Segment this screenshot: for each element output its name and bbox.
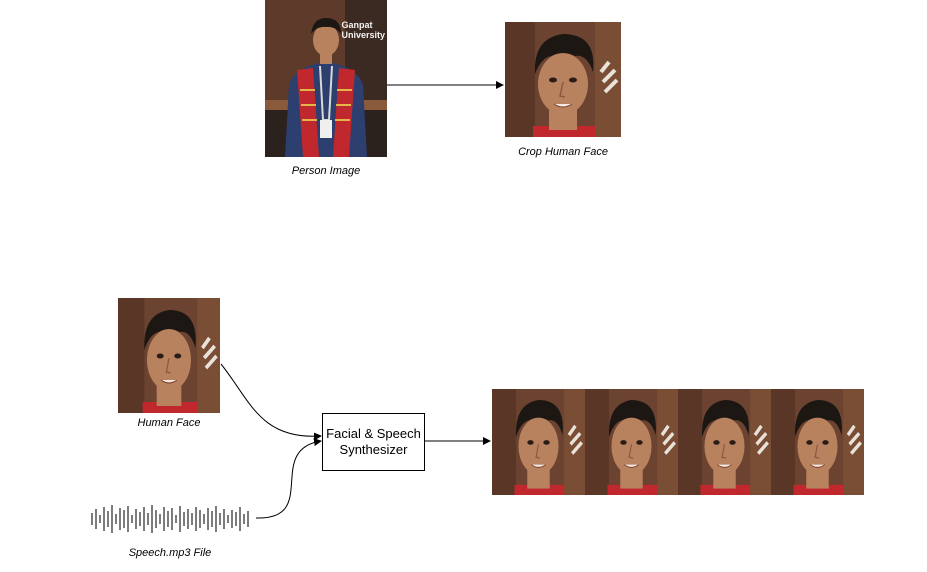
arrow-face-to-synth: [220, 363, 322, 441]
synthesizer-label-line-2: Synthesizer: [339, 442, 408, 457]
output-frame: [678, 389, 771, 495]
caption-human-face: Human Face: [137, 417, 201, 429]
face-portrait: [585, 389, 678, 495]
person-image: Ganpat University: [265, 0, 387, 157]
output-frame: [492, 389, 585, 495]
person-photo-illustration: [265, 0, 387, 157]
person-photo-sign-text: Ganpat University: [341, 20, 385, 40]
output-frames-strip: [492, 389, 864, 495]
sign-text-line-2: University: [341, 30, 385, 40]
output-frame: [771, 389, 864, 495]
caption-crop-human-face: Crop Human Face: [518, 146, 608, 158]
audio-waveform-icon: [91, 505, 249, 533]
human-face-image: [118, 298, 220, 413]
caption-person-image: Person Image: [291, 165, 361, 177]
sign-text-line-1: Ganpat: [341, 20, 373, 30]
face-portrait: [678, 389, 771, 495]
face-portrait: [492, 389, 585, 495]
arrow-speech-to-synth: [255, 438, 322, 519]
face-portrait: [118, 298, 220, 413]
face-portrait: [505, 22, 621, 137]
output-frame: [585, 389, 678, 495]
synthesizer-box: Facial & Speech Synthesizer: [322, 413, 425, 471]
synthesizer-label-line-1: Facial & Speech: [326, 426, 421, 441]
caption-speech-file: Speech.mp3 File: [128, 547, 212, 559]
face-portrait: [771, 389, 864, 495]
cropped-face-image: [505, 22, 621, 137]
